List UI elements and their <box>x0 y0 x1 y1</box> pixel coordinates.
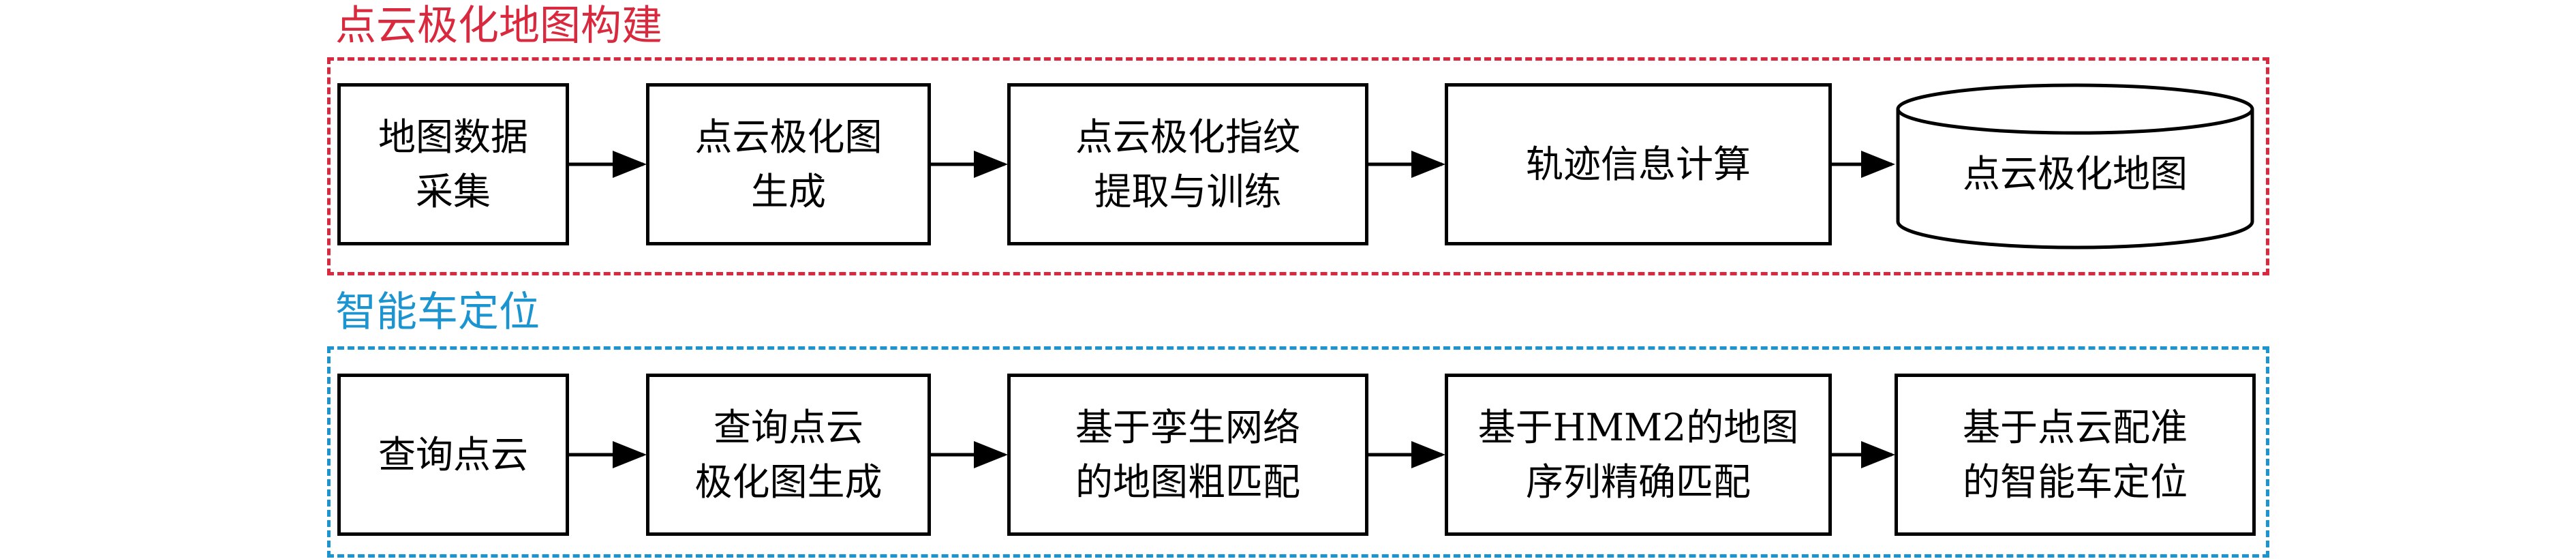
node-trajectory-info-calc: 轨迹信息计算 <box>1445 83 1832 245</box>
node-pc-polar-map: 点云极化地图 <box>1962 152 2188 196</box>
group-vehicle-localization <box>327 346 2269 558</box>
group-map-construction <box>327 57 2269 275</box>
node-map-data-collection: 地图数据 采集 <box>337 83 569 245</box>
node-hmm2-sequence-match: 基于HMM2的地图 序列精确匹配 <box>1445 374 1832 536</box>
node-polar-fingerprint-extract-train: 点云极化指纹 提取与训练 <box>1007 83 1368 245</box>
node-query-polar-image-gen: 查询点云 极化图生成 <box>646 374 931 536</box>
section-title-vehicle-localization: 智能车定位 <box>335 288 540 336</box>
node-registration-localization: 基于点云配准 的智能车定位 <box>1895 374 2256 536</box>
node-pc-polar-image-gen: 点云极化图 生成 <box>646 83 931 245</box>
section-title-map-construction: 点云极化地图构建 <box>335 2 662 50</box>
node-siamese-coarse-match: 基于孪生网络 的地图粗匹配 <box>1007 374 1368 536</box>
node-query-pointcloud: 查询点云 <box>337 374 569 536</box>
database-cylinder-icon <box>1896 83 2254 250</box>
